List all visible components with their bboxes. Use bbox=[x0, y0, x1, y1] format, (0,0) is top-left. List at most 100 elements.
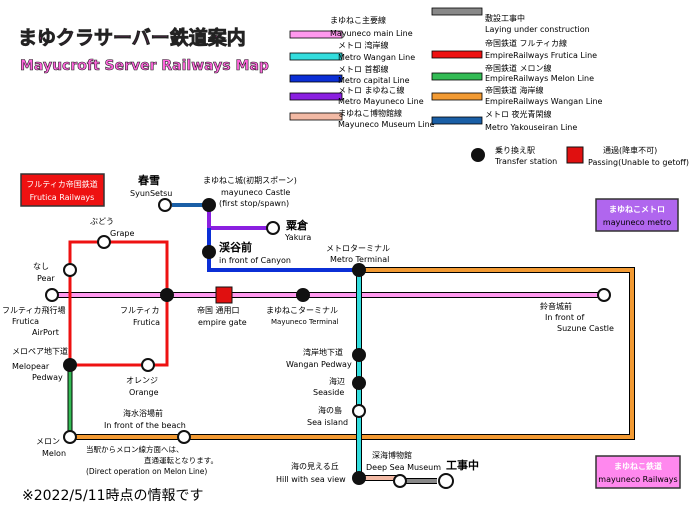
legend-capital-en: Metro capital Line bbox=[338, 76, 410, 85]
station-yakura-en: Yakura bbox=[284, 233, 311, 242]
legend-transfer-jp: 乗り換え駅 bbox=[495, 145, 535, 155]
legend-passing-jp: 通過(降車不可) bbox=[603, 145, 657, 155]
station-hill-sea-jp: 海の見える丘 bbox=[291, 461, 339, 471]
station-empire-gate-jp: 帝国 通用口 bbox=[197, 305, 240, 315]
station-melopear-en2: Pedway bbox=[32, 373, 63, 382]
station-metro-terminal bbox=[352, 263, 366, 277]
station-shunsetsu-jp: 春雪 bbox=[138, 173, 160, 187]
station-frutica bbox=[160, 288, 174, 302]
legend-swatch-frutica bbox=[431, 50, 483, 59]
station-melopear-en1: Melopear bbox=[12, 362, 50, 371]
station-shunsetsu bbox=[158, 198, 172, 212]
station-castle-en2: (first stop/spawn) bbox=[219, 199, 289, 208]
station-wangan-pedway-jp: 湾岸地下道 bbox=[303, 347, 343, 357]
line-wangan-empire bbox=[184, 268, 634, 439]
legend-wangan-en: Metro Wangan Line bbox=[338, 53, 415, 62]
badge-metro-en: mayuneco metro bbox=[603, 218, 671, 227]
legend-swatch-yakouseiran bbox=[431, 116, 483, 125]
station-construction-jp: 工事中 bbox=[446, 458, 479, 472]
station-castle-en1: mayuneco Castle bbox=[221, 188, 290, 197]
legend-capital-jp: メトロ 首都線 bbox=[338, 64, 389, 74]
note-line3: (Direct operation on Melon Line) bbox=[86, 467, 207, 476]
line-frutica bbox=[68, 240, 169, 367]
station-canyon-jp: 渓谷前 bbox=[219, 240, 252, 254]
legend-melon-jp: 帝国鉄道 メロン線 bbox=[485, 63, 552, 73]
badge-metro: まゆねこメトロ mayuneco metro bbox=[595, 198, 679, 232]
legend-museum-jp: まゆねこ博物館線 bbox=[338, 108, 402, 118]
legend-construction-en: Laying under construction bbox=[485, 25, 590, 34]
station-wangan-pedway bbox=[352, 348, 366, 362]
station-empire-gate bbox=[215, 286, 233, 304]
station-pear bbox=[63, 263, 77, 277]
station-frutica-airport bbox=[45, 288, 59, 302]
station-canyon bbox=[202, 245, 216, 259]
station-mayuneco-terminal-en: Mayuneco Terminal bbox=[271, 318, 339, 326]
station-suzune-en1: In front of bbox=[545, 313, 584, 322]
station-beach-jp: 海水浴場前 bbox=[123, 408, 163, 418]
note-line1: 当駅からメロン線方面へは、 bbox=[86, 444, 184, 454]
badge-frutica-jp: フルティカ帝国鉄道 bbox=[26, 179, 98, 189]
station-construction bbox=[438, 473, 454, 489]
legend-wangan-jp: メトロ 湾岸線 bbox=[338, 40, 389, 50]
footer-note: ※2022/5/11時点の情報です bbox=[22, 488, 204, 504]
station-castle-jp: まゆねこ城(初期スポーン) bbox=[203, 175, 297, 185]
station-frutica-airport-jp: フルティカ飛行場 bbox=[2, 305, 66, 315]
station-grape-jp: ぶどう bbox=[90, 217, 114, 226]
station-seaside-jp: 海辺 bbox=[329, 376, 345, 386]
badge-railways: まゆねこ鉄道 mayuneco Railways bbox=[595, 455, 681, 489]
legend-wangan-empire-en: EmpireRailways Wangan Line bbox=[485, 97, 603, 106]
station-sea-island-jp: 海の島 bbox=[318, 405, 342, 415]
station-orange bbox=[141, 358, 155, 372]
station-mayuneco-terminal bbox=[296, 288, 310, 302]
legend-wangan-empire-jp: 帝国鉄道 海岸線 bbox=[485, 85, 544, 95]
legend-swatch-wangan-empire bbox=[431, 92, 483, 101]
station-yakura-jp: 粟倉 bbox=[285, 218, 309, 232]
badge-frutica-en: Frutica Railways bbox=[30, 193, 95, 202]
station-canyon-en: in front of Canyon bbox=[219, 256, 291, 265]
station-hill-sea bbox=[352, 471, 366, 485]
station-frutica-airport-en2: AirPort bbox=[32, 328, 59, 337]
station-melon-jp: メロン bbox=[36, 437, 60, 446]
legend-transfer-marker bbox=[471, 148, 485, 162]
legend-main-en: Mayuneco main Line bbox=[330, 29, 413, 38]
legend-museum-en: Mayuneco Museum Line bbox=[338, 120, 435, 129]
legend-construction-jp: 敷設工事中 bbox=[485, 13, 525, 23]
legend-yakouseiran-en: Metro Yakouseiran Line bbox=[485, 123, 577, 132]
station-suzune-en2: Suzune Castle bbox=[557, 324, 614, 333]
station-hill-sea-en: Hill with sea view bbox=[276, 475, 346, 484]
station-mayuneco-terminal-jp: まゆねこターミナル bbox=[266, 306, 338, 315]
legend-frutica-jp: 帝国鉄道 フルティカ線 bbox=[485, 38, 567, 48]
station-deep-sea-jp: 深海博物館 bbox=[372, 450, 412, 460]
legend-swatch-museum bbox=[289, 112, 343, 121]
legend-mayuneco-jp: メトロ まゆねこ線 bbox=[338, 85, 405, 95]
line-metro-mayuneco bbox=[207, 205, 271, 230]
station-deep-sea bbox=[393, 474, 407, 488]
station-metro-terminal-jp: メトロターミナル bbox=[326, 244, 390, 253]
station-melon bbox=[63, 430, 77, 444]
station-pear-en: Pear bbox=[37, 274, 55, 283]
map-title-en: Mayucroft Server Railways Map bbox=[20, 58, 269, 74]
legend-swatch-wangan bbox=[289, 52, 343, 61]
legend: まゆねこ主要線 Mayuneco main Line メトロ 湾岸線 Metro… bbox=[289, 7, 689, 167]
station-suzune-jp: 鈴音城前 bbox=[540, 301, 572, 311]
station-frutica-en: Frutica bbox=[133, 318, 160, 327]
station-frutica-airport-en1: Frutica bbox=[12, 317, 39, 326]
legend-swatch-construction bbox=[431, 7, 483, 16]
legend-passing-en: Passing(Unable to getoff) bbox=[588, 158, 689, 167]
station-frutica-jp: フルティカ bbox=[120, 306, 160, 315]
station-wangan-pedway-en: Wangan Pedway bbox=[286, 360, 352, 369]
station-shunsetsu-en: SyunSetsu bbox=[130, 189, 172, 198]
station-suzune bbox=[597, 288, 611, 302]
badge-railways-jp: まゆねこ鉄道 bbox=[614, 461, 662, 471]
badge-metro-jp: まゆねこメトロ bbox=[609, 205, 665, 214]
station-sea-island bbox=[352, 404, 366, 418]
station-grape bbox=[97, 235, 111, 249]
legend-frutica-en: EmpireRailways Frutica Line bbox=[485, 51, 597, 60]
station-seaside bbox=[352, 376, 366, 390]
legend-yakouseiran-jp: メトロ 夜光青閑線 bbox=[485, 109, 552, 119]
badge-railways-en: mayuneco Railways bbox=[598, 475, 677, 484]
station-deep-sea-en: Deep Sea Museum bbox=[366, 463, 441, 472]
legend-main-jp: まゆねこ主要線 bbox=[330, 15, 386, 25]
line-metro-capital bbox=[207, 228, 359, 272]
